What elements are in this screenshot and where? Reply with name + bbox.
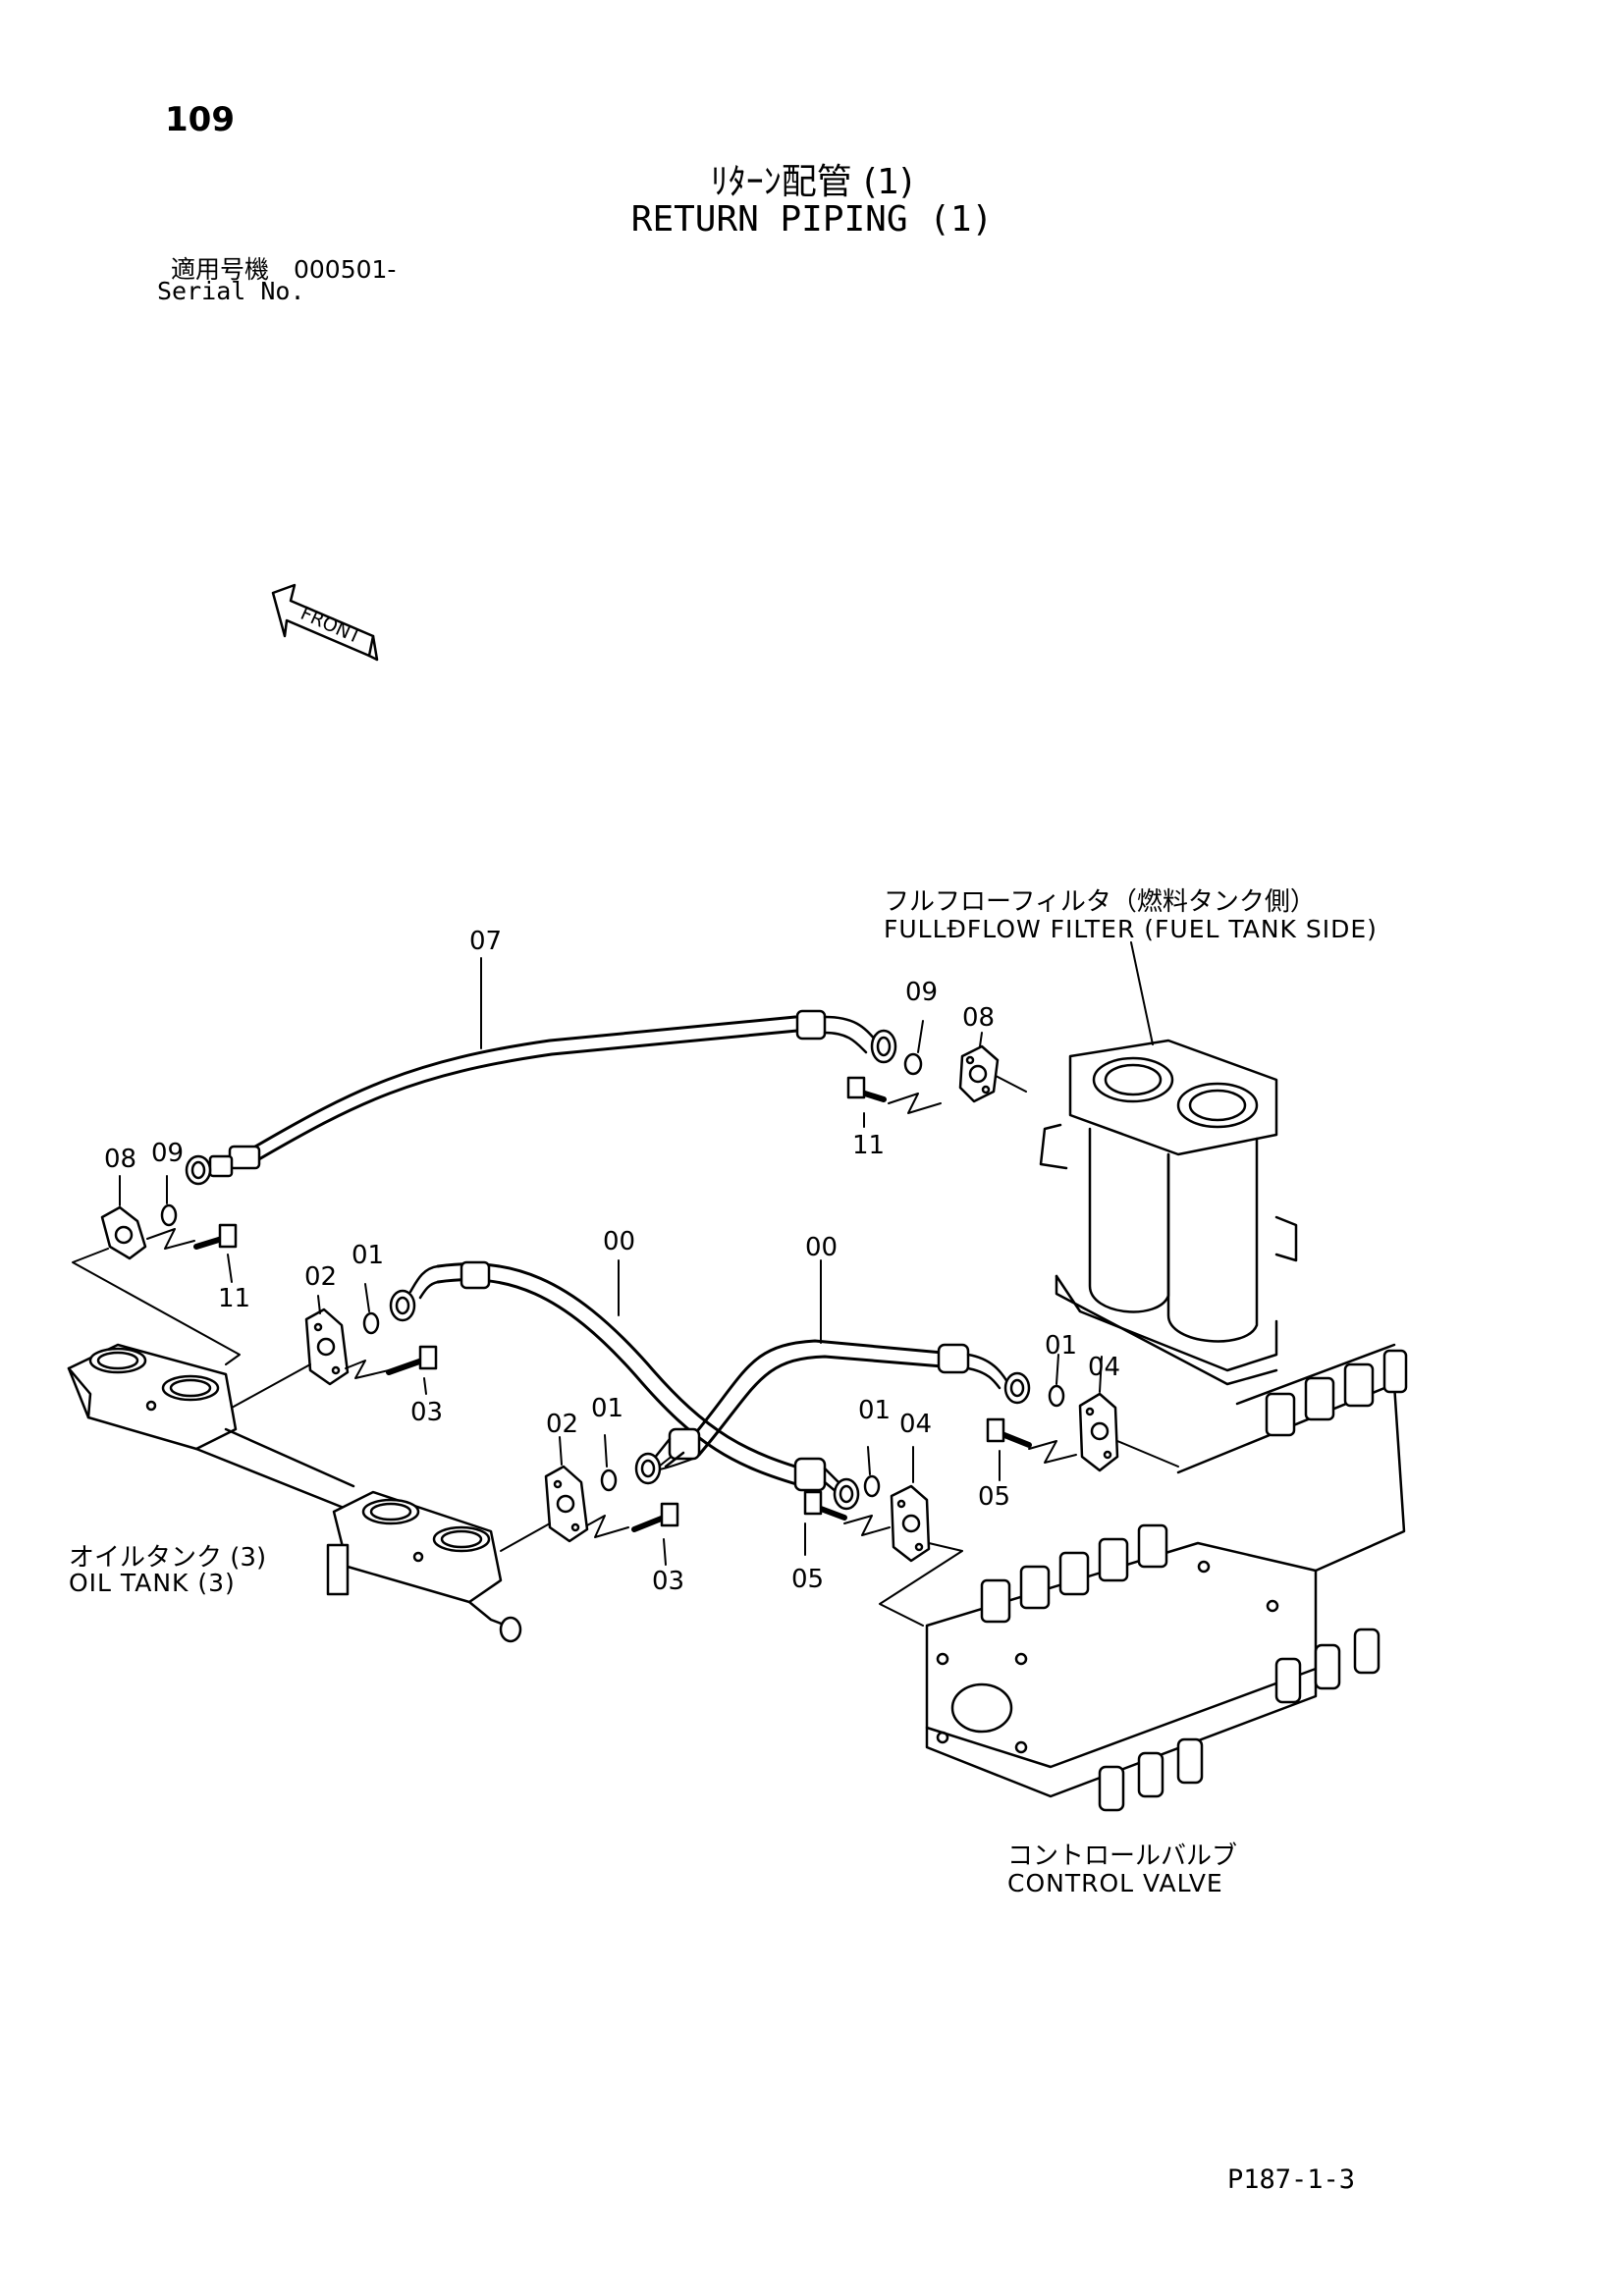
callout-03-low: 03 [652,1567,685,1596]
callout-01-mid: 01 [858,1396,892,1425]
filter-label-jp: フルフローフィルタ（燃料タンク側） [884,887,1316,917]
callout-07: 07 [469,927,503,956]
page-title-en: RETURN PIPING (1) [630,199,994,240]
callout-01-low: 01 [591,1394,624,1423]
hose-00-a [389,1259,860,1511]
callout-04-right: 04 [1088,1353,1121,1382]
control-valve-label-en: CONTROL VALVE [1007,1869,1223,1897]
flange-04-right [986,1354,1179,1481]
page-number: 109 [165,100,235,139]
flange-08-right [846,1020,1027,1128]
front-arrow-text: FRONT [298,603,365,649]
callout-02-low: 02 [546,1410,579,1439]
callout-01-top: 01 [352,1241,385,1270]
callout-11-right: 11 [852,1131,886,1160]
oil-tank-label-en: OIL TANK (3) [69,1569,236,1597]
callout-05-right: 05 [978,1482,1011,1512]
callout-09-right: 09 [905,978,939,1007]
oil-tank-label-jp: オイルタンク (3) [69,1543,267,1573]
flange-02-low [500,1434,679,1566]
callout-08-right: 08 [962,1003,996,1033]
oil-tank-manifold [67,1343,522,1643]
flange-04-mid [803,1446,963,1627]
full-flow-filter [1039,941,1298,1386]
footer-code: P187-1-3 [1227,2164,1356,2195]
callout-09-left: 09 [151,1139,185,1168]
callout-00-b: 00 [805,1233,839,1262]
serial-label-jp: 適用号機 000501- [171,255,397,284]
serial-label-en: Serial No. [157,277,305,305]
control-valve [925,1343,1408,1812]
callout-04-mid: 04 [899,1410,933,1439]
callout-05-mid: 05 [791,1565,825,1594]
control-valve-label-jp: コントロールバルブ [1007,1842,1238,1871]
flange-02-top [231,1283,438,1409]
callout-01-right: 01 [1045,1331,1078,1361]
filter-label-en: FULLÐFLOW FILTER (FUEL TANK SIDE) [884,915,1378,943]
hose-00-b [634,1259,1031,1485]
callout-03-top: 03 [410,1398,444,1427]
flange-08-left [72,1175,241,1365]
callout-00-a: 00 [603,1227,636,1256]
callout-02-top: 02 [304,1262,338,1292]
front-arrow-icon: FRONT [271,583,379,662]
hose-07 [185,1009,897,1186]
callout-11-left: 11 [218,1284,251,1313]
page-title-jp: ﾘﾀｰﾝ配管 (1) [710,162,914,202]
callout-08-left: 08 [104,1145,137,1174]
